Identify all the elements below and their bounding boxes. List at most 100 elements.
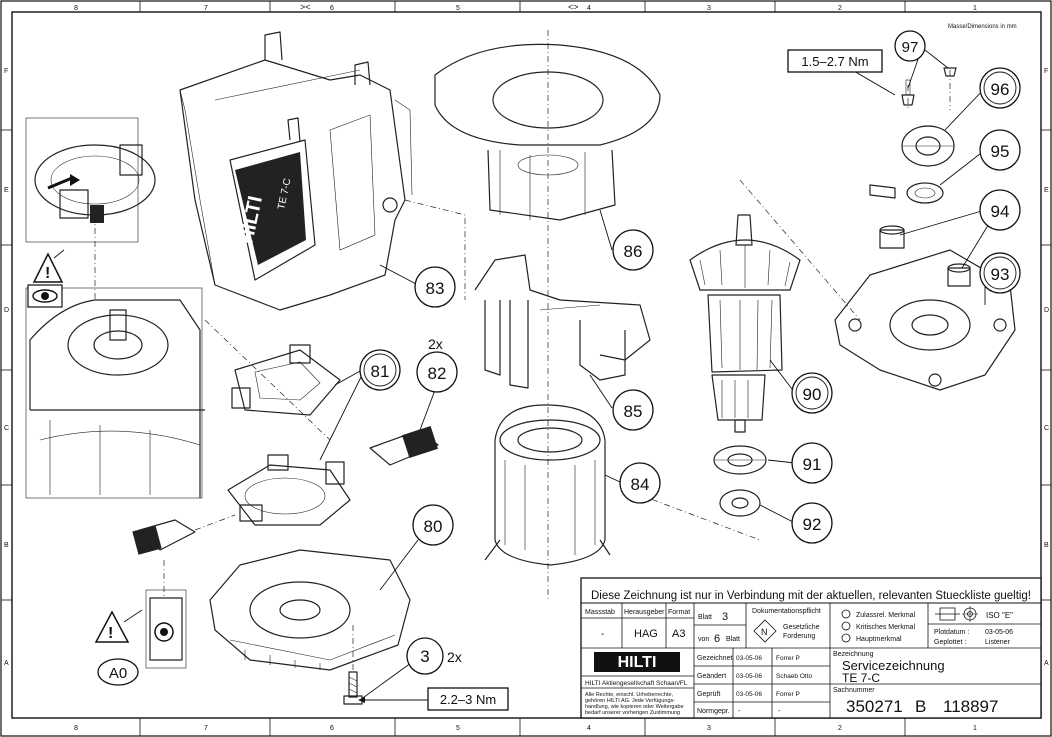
svg-text:03-05-06: 03-05-06 <box>736 655 762 662</box>
svg-text:Alle Rechte, einschl. Urheberr: Alle Rechte, einschl. Urheberrechte, <box>585 692 674 698</box>
merkmal-circle-icon <box>841 633 851 643</box>
svg-text:N: N <box>761 627 768 637</box>
brush-holder-lower <box>227 454 351 526</box>
svg-text:-: - <box>738 708 741 715</box>
bearing-part-92 <box>719 489 761 517</box>
svg-text:Forderung: Forderung <box>783 633 815 640</box>
svg-text:A0: A0 <box>109 665 127 682</box>
brush-holder-upper <box>231 344 341 416</box>
title-block: Diese Zeichnung ist nur in Verbindung mi… <box>580 577 1042 719</box>
svg-text:93: 93 <box>991 265 1010 284</box>
balloon-80: 80 <box>412 504 454 546</box>
drawing-model: TE 7-C <box>842 671 880 685</box>
carbon-brush-left <box>132 514 236 555</box>
row-label-right: D <box>1044 307 1049 314</box>
detail-inset <box>25 117 331 499</box>
fan-gear-part-91 <box>713 445 767 475</box>
bearing-part-96 <box>901 125 955 167</box>
col-label-bottom: 5 <box>456 725 460 732</box>
row-label-left: C <box>4 425 9 432</box>
carbon-brush-right <box>369 425 439 466</box>
col-label-bottom: 3 <box>707 725 711 732</box>
row-label-right: C <box>1044 425 1049 432</box>
hilti-logo: HILTI <box>594 652 680 672</box>
svg-text:Plotdatum :: Plotdatum : <box>934 629 969 636</box>
svg-text:03-05-06: 03-05-06 <box>736 691 762 698</box>
torque-value-bottom: 2.2–3 Nm <box>440 692 496 707</box>
bearing-flange-part <box>834 249 1016 391</box>
balloon-a0: A0 <box>97 658 139 686</box>
part-number: 350271 <box>846 697 903 716</box>
quantity-82: 2x <box>428 336 443 352</box>
col-label-bottom: 2 <box>838 725 842 732</box>
row-label-right: A <box>1044 660 1049 667</box>
svg-text:Geprüft: Geprüft <box>697 691 720 698</box>
col-label-bottom: 8 <box>74 725 78 732</box>
svg-text:92: 92 <box>803 515 822 534</box>
warning-symbol-lower: ! <box>94 609 143 643</box>
svg-text:handlung, wie kopieren oder We: handlung, wie kopieren oder Weitergabe <box>585 704 684 710</box>
svg-text:B: B <box>915 697 926 716</box>
stator-part <box>484 404 761 566</box>
dimensions-note: Masse/Dimensions in mm <box>948 24 1017 30</box>
svg-text:96: 96 <box>991 80 1010 99</box>
svg-text:84: 84 <box>631 475 650 494</box>
svg-text:Listener: Listener <box>985 639 1011 646</box>
row-label-right: E <box>1044 187 1049 194</box>
balloon-94: 94 <box>979 189 1021 231</box>
svg-text:ISO "E": ISO "E" <box>986 611 1013 620</box>
svg-text:Forrer P: Forrer P <box>776 655 800 662</box>
svg-text:Blatt: Blatt <box>726 636 740 643</box>
merkmal-circle-icon <box>841 609 851 619</box>
row-label-left: F <box>4 68 8 75</box>
svg-text:81: 81 <box>371 362 390 381</box>
quantity-3: 2x <box>447 649 462 665</box>
svg-text:Dokumentationspflicht: Dokumentationspflicht <box>752 608 821 615</box>
svg-text:Zulassrel. Merkmal: Zulassrel. Merkmal <box>856 612 916 619</box>
row-label-right: F <box>1044 68 1048 75</box>
balloon-85: 85 <box>612 389 654 431</box>
svg-text:!: ! <box>45 265 50 282</box>
svg-text:83: 83 <box>426 279 445 298</box>
svg-text:!: ! <box>108 625 113 642</box>
row-label-right: B <box>1044 542 1049 549</box>
balloon-86: 86 <box>612 229 654 271</box>
balloon-95: 95 <box>979 129 1021 171</box>
merkmal-circle-icon <box>841 621 851 631</box>
balloon-3: 3 <box>406 637 444 675</box>
svg-text:82: 82 <box>428 364 447 383</box>
svg-text:Blatt: Blatt <box>698 614 712 621</box>
svg-text:86: 86 <box>624 242 643 261</box>
warning-symbol: ! <box>32 249 65 283</box>
company-name: HILTI Aktiengesellschaft Schaan/FL <box>585 680 688 687</box>
sleeve-part-94a <box>879 225 905 249</box>
svg-text:Gesetzliche: Gesetzliche <box>783 624 820 631</box>
svg-text:><: >< <box>300 2 311 12</box>
balloon-84: 84 <box>619 462 661 504</box>
svg-text:Bezeichnung: Bezeichnung <box>833 651 874 658</box>
svg-text:91: 91 <box>803 455 822 474</box>
col-label-top: 4 <box>587 5 591 12</box>
screw-part-3 <box>343 625 363 705</box>
svg-text:85: 85 <box>624 402 643 421</box>
torque-value-top: 1.5–2.7 Nm <box>801 54 868 69</box>
svg-text:90: 90 <box>803 385 822 404</box>
svg-text:95: 95 <box>991 142 1010 161</box>
col-label-top: 5 <box>456 5 460 12</box>
svg-text:Sachnummer: Sachnummer <box>833 687 875 694</box>
row-label-left: A <box>4 660 9 667</box>
drawing-title: Servicezeichnung <box>842 658 945 673</box>
balloon-81: 81 <box>359 349 401 391</box>
projection-symbol-icon <box>935 606 978 622</box>
balloon-90: 90 <box>791 372 833 414</box>
fan-cover-part <box>434 43 661 221</box>
col-label-top: 6 <box>330 5 334 12</box>
torque-box-top: 1.5–2.7 Nm <box>787 49 883 73</box>
svg-text:118897: 118897 <box>943 697 998 716</box>
n-symbol-icon <box>753 619 777 643</box>
svg-text:97: 97 <box>902 39 919 56</box>
col-label-bottom: 7 <box>204 725 208 732</box>
svg-text:3: 3 <box>722 611 728 623</box>
